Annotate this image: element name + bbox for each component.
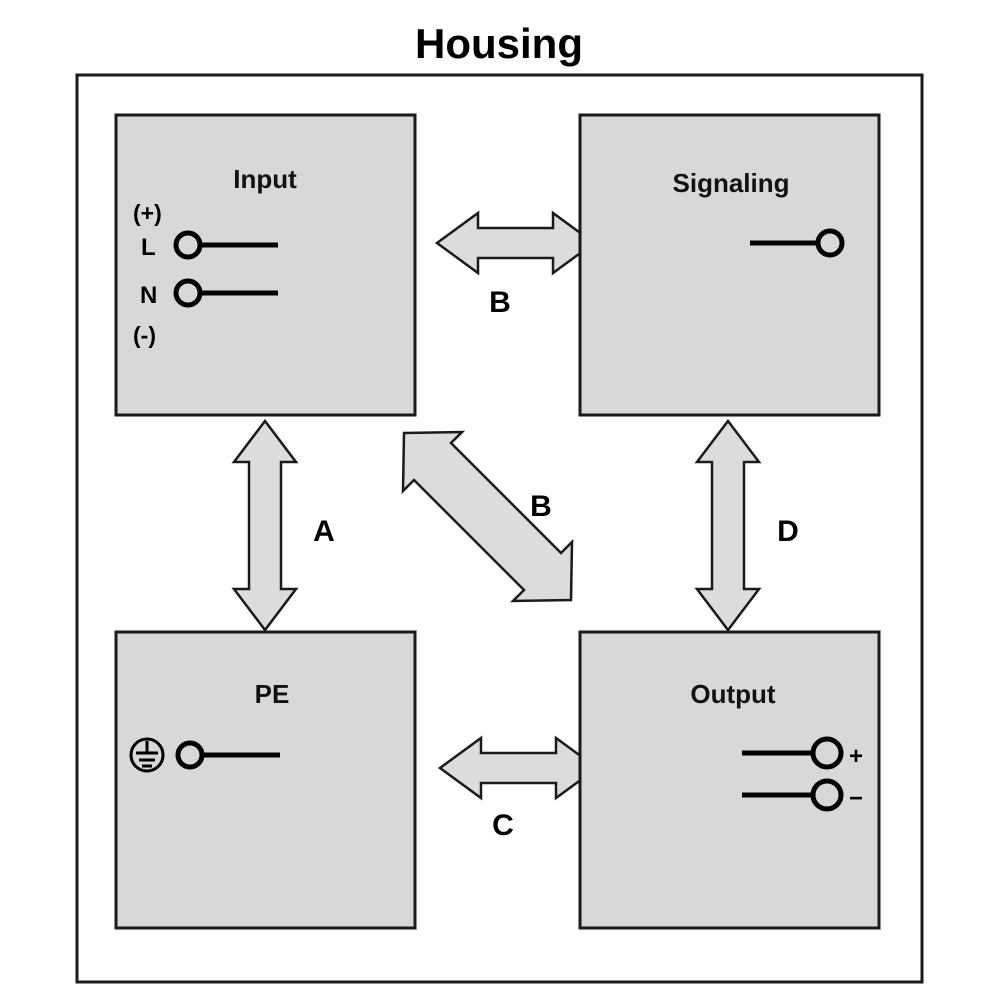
arrow-a: A <box>231 418 335 633</box>
arrow-b-diagonal: B <box>401 430 574 603</box>
block-output: Output + − <box>578 630 881 930</box>
arrow-b-horizontal-label: B <box>489 286 511 319</box>
arrow-c-label: C <box>492 809 514 842</box>
signaling-title: Signaling <box>673 168 790 198</box>
pe-box <box>114 630 417 930</box>
arrow-c: C <box>437 735 600 842</box>
input-terminal-label-l: L <box>141 234 156 261</box>
output-title: Output <box>690 679 776 709</box>
arrow-b-horizontal-shape <box>434 210 597 276</box>
output-terminal-node-plus <box>810 736 844 770</box>
input-minus-label: (-) <box>133 322 156 348</box>
arrow-d-shape <box>694 418 762 633</box>
block-pe: PE <box>114 630 417 930</box>
signaling-terminal-node <box>815 228 845 258</box>
signaling-box <box>578 113 881 417</box>
input-box <box>114 113 417 417</box>
arrow-b-horizontal: B <box>434 210 597 319</box>
output-box <box>578 630 881 930</box>
output-terminal-node-minus <box>810 778 844 812</box>
arrow-b-diagonal-label: B <box>530 490 552 523</box>
arrow-d-label: D <box>777 515 799 548</box>
housing-frame <box>75 73 924 984</box>
output-terminal-label-minus: − <box>849 785 863 812</box>
input-plus-label: (+) <box>133 200 162 226</box>
output-terminal-label-plus: + <box>849 743 863 770</box>
arrow-d: D <box>694 418 799 633</box>
block-input: Input (+) L N (-) <box>114 113 417 417</box>
arrow-b-diagonal-shape <box>401 430 574 603</box>
arrow-a-shape <box>231 418 299 633</box>
input-terminal-label-n: N <box>140 282 157 309</box>
arrow-c-shape <box>437 735 600 801</box>
arrow-a-label: A <box>313 515 335 548</box>
pe-title: PE <box>255 679 290 709</box>
input-title: Input <box>233 164 297 194</box>
page-title: Housing <box>415 20 583 67</box>
block-signaling: Signaling <box>578 113 881 417</box>
protective-earth-icon <box>129 737 165 773</box>
